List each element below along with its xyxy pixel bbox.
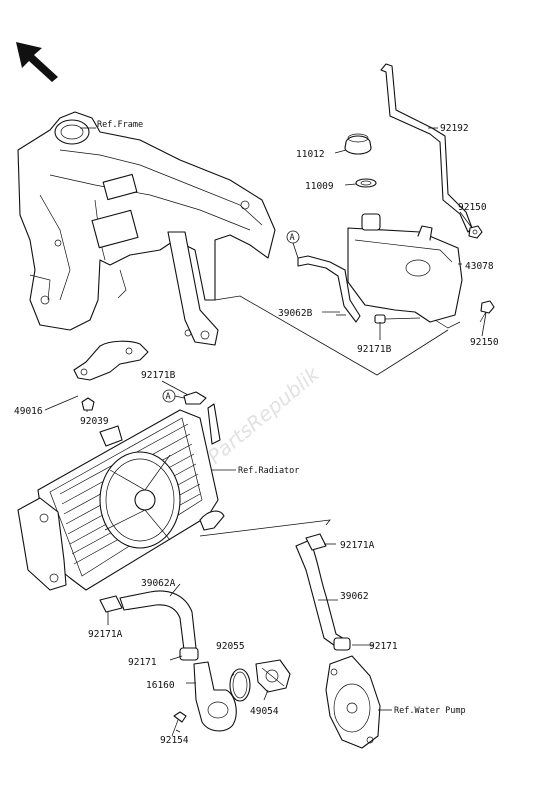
label-92171-right: 92171 xyxy=(369,641,398,652)
label-92171a-right: 92171A xyxy=(340,540,375,551)
frame-assembly xyxy=(17,111,276,346)
clamp-92171a-right xyxy=(305,533,327,551)
label-92171a-left: 92171A xyxy=(88,629,123,640)
thermostat-49054 xyxy=(255,659,291,693)
clamp-92171-left xyxy=(179,647,199,661)
label-43078: 43078 xyxy=(465,261,494,272)
bracket-49016 xyxy=(73,340,149,381)
label-49016: 49016 xyxy=(14,406,43,417)
clamp-92171b-lower xyxy=(183,391,207,405)
label-16160: 16160 xyxy=(146,680,175,691)
label-11009: 11009 xyxy=(305,181,334,192)
label-92171-left: 92171 xyxy=(128,657,157,668)
clamp-92171-right xyxy=(333,637,351,651)
pipe-16160 xyxy=(193,661,237,732)
cap-gasket xyxy=(355,178,377,188)
label-92171b-top: 92171B xyxy=(357,344,392,355)
callout-a-top: A xyxy=(286,230,300,244)
hose-39062b xyxy=(297,255,361,323)
label-92055: 92055 xyxy=(216,641,245,652)
radiator-assembly xyxy=(17,403,225,591)
bolt-92154 xyxy=(171,711,187,737)
clamp-92171a-left xyxy=(99,595,123,613)
svg-text:A: A xyxy=(290,233,295,243)
reservoir-cap xyxy=(344,133,372,155)
grommet-92039 xyxy=(81,397,95,411)
o-ring-92055 xyxy=(229,668,251,702)
hose-39062 xyxy=(295,539,347,649)
callout-a-bottom: A xyxy=(162,389,176,403)
label-92154: 92154 xyxy=(160,735,189,746)
ref-water-pump-label: Ref.Water Pump xyxy=(394,706,466,716)
ref-radiator-label: Ref.Radiator xyxy=(238,466,299,476)
label-92150-bottom: 92150 xyxy=(470,337,499,348)
reservoir-tank xyxy=(347,213,463,329)
label-92150-top: 92150 xyxy=(458,202,487,213)
ref-frame-label: Ref.Frame xyxy=(97,120,143,130)
clamp-92171b xyxy=(374,314,386,324)
label-11012: 11012 xyxy=(296,149,325,160)
svg-text:A: A xyxy=(166,392,171,402)
label-39062a: 39062A xyxy=(141,578,176,589)
label-39062b: 39062B xyxy=(278,308,313,319)
label-92039: 92039 xyxy=(80,416,109,427)
label-39062: 39062 xyxy=(340,591,369,602)
leader-lines xyxy=(44,127,487,733)
water-pump xyxy=(325,655,381,749)
label-92192: 92192 xyxy=(440,123,469,134)
bolt-92150a xyxy=(468,225,483,239)
hose-39062a xyxy=(119,590,197,651)
bolt-92150b xyxy=(479,300,495,323)
label-92171b-bottom: 92171B xyxy=(141,370,176,381)
direction-arrow-icon xyxy=(16,42,58,82)
label-49054: 49054 xyxy=(250,706,279,717)
watermark: PartsRepublik xyxy=(203,361,325,469)
